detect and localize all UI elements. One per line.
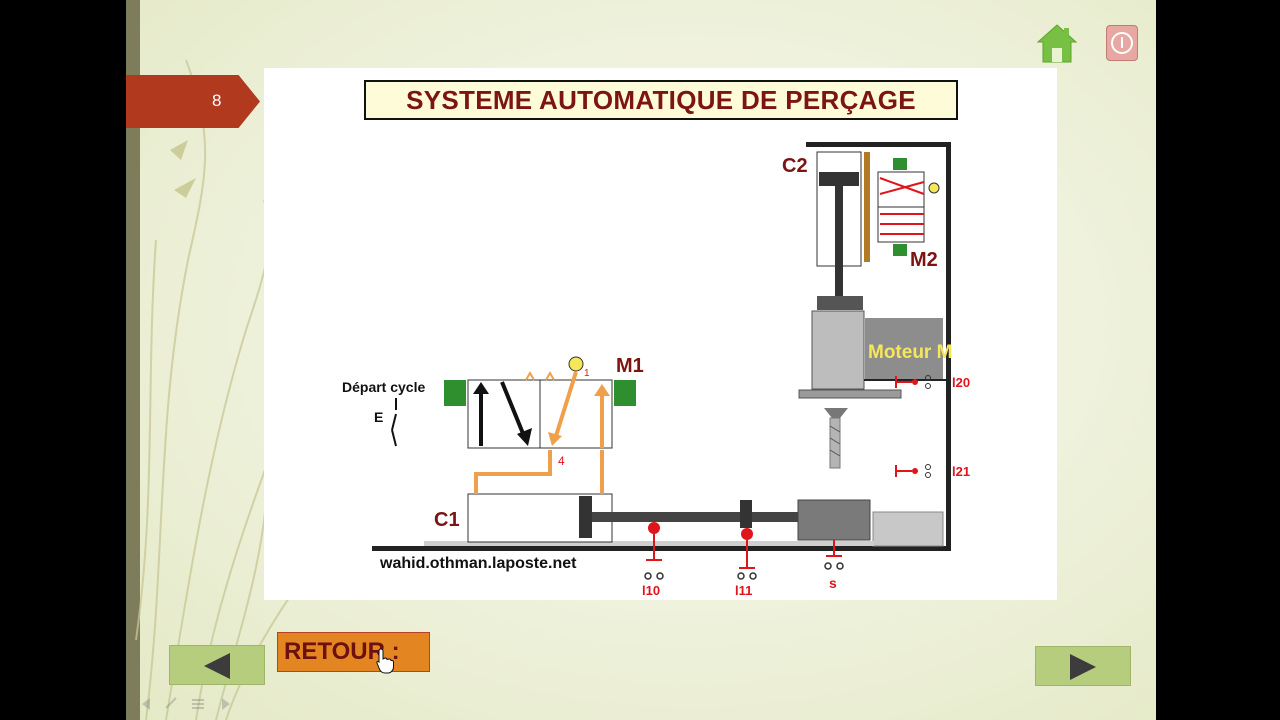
presentation-controls (142, 697, 230, 710)
valve-m2 (864, 152, 940, 262)
slide: 8 (126, 0, 1156, 720)
label-motor: Moteur M (868, 342, 952, 363)
home-button[interactable] (1036, 22, 1078, 64)
home-icon (1036, 24, 1078, 63)
label-port-1: 1 (584, 368, 590, 379)
retour-button[interactable]: RETOUR : (277, 632, 430, 672)
label-l20: l20 (952, 375, 970, 390)
pneumatic-tubes (474, 450, 604, 494)
label-l10: l10 (642, 583, 660, 598)
label-c2: C2 (782, 155, 808, 177)
page-number: 8 (212, 91, 222, 110)
power-button[interactable] (1106, 25, 1138, 61)
label-m2: M2 (910, 249, 938, 271)
valve-m1 (444, 356, 636, 449)
hand-pointer-icon (376, 648, 394, 674)
website-label: wahid.othman.laposte.net (379, 555, 577, 572)
cylinder-c2 (798, 151, 946, 469)
page-number-tab: 8 (126, 75, 260, 128)
label-m1: M1 (616, 355, 644, 377)
sensors (644, 375, 931, 580)
diagram-panel: C1 C2 M1 M2 Moteur M Départ cycle E 1 4 … (264, 68, 1057, 600)
power-icon (1111, 32, 1133, 54)
label-port-4: 4 (558, 454, 565, 468)
label-c1: C1 (434, 509, 460, 531)
arrow-left-icon (204, 653, 230, 679)
machine-frame (372, 142, 951, 551)
slide-title-text: SYSTEME AUTOMATIQUE DE PERÇAGE (406, 84, 916, 115)
label-l11: l11 (735, 583, 752, 598)
previous-slide-button[interactable] (169, 645, 265, 685)
start-switch (391, 398, 397, 447)
label-e: E (374, 409, 383, 425)
arrow-right-icon (1070, 654, 1096, 680)
slide-left-band (126, 0, 140, 720)
label-l21: l21 (952, 464, 970, 479)
cylinder-c1 (467, 493, 944, 547)
next-slide-button[interactable] (1035, 646, 1131, 686)
label-depart-cycle: Départ cycle (342, 379, 425, 395)
label-s: s (829, 575, 837, 591)
drilling-system-diagram: C1 C2 M1 M2 Moteur M Départ cycle E 1 4 … (342, 142, 970, 598)
slide-title: SYSTEME AUTOMATIQUE DE PERÇAGE (364, 80, 958, 120)
